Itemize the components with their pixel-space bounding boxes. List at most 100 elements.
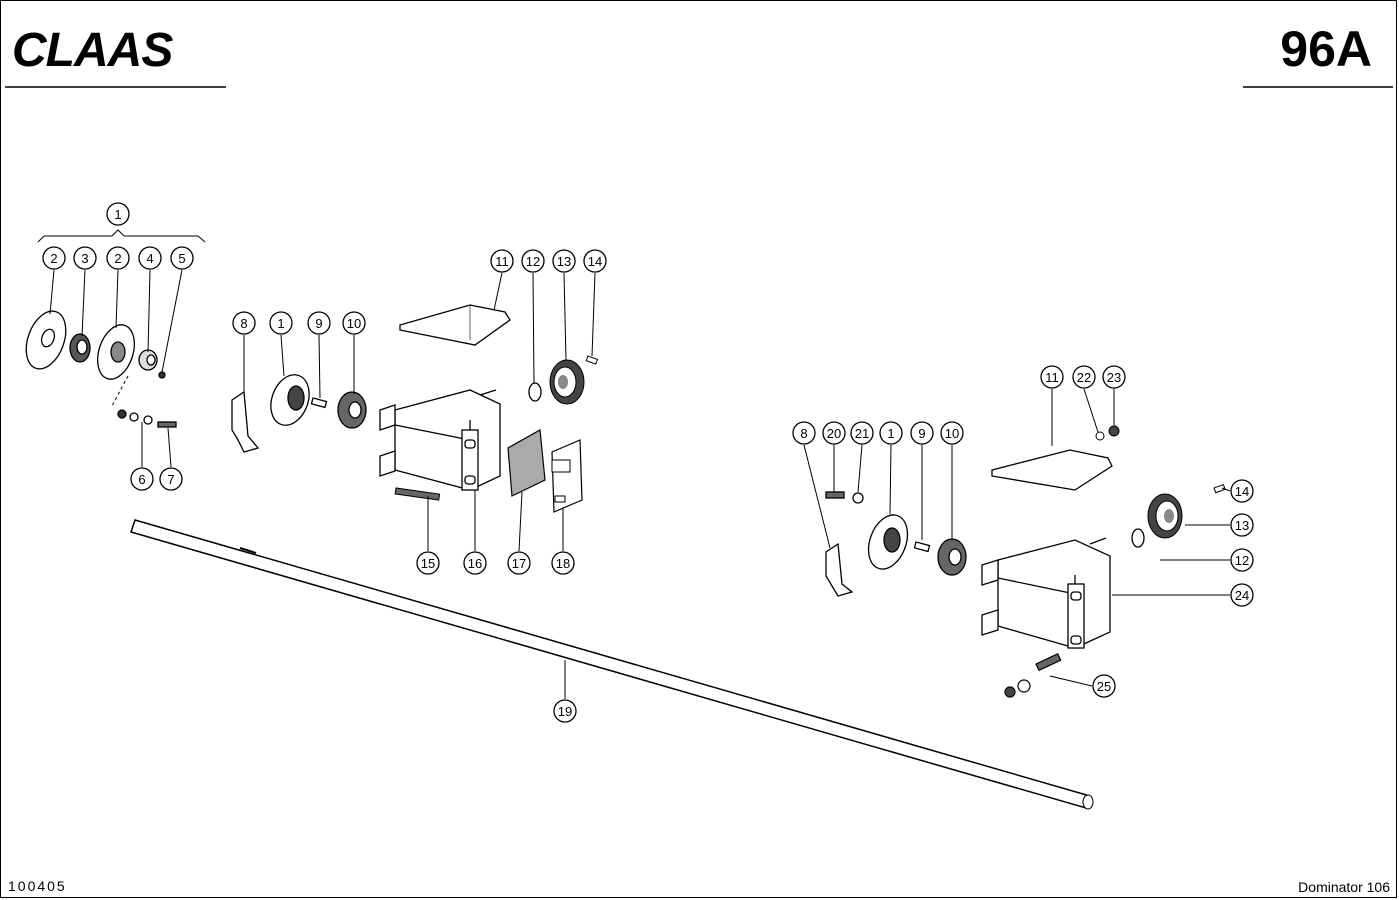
callout-1: 1	[106, 202, 130, 226]
callout-number: 11	[1045, 370, 1059, 385]
right-cover	[991, 449, 1113, 491]
callout-circle	[910, 421, 934, 445]
assembly-bracket	[37, 229, 206, 243]
callout-circle	[73, 246, 97, 270]
callout-circle	[1092, 674, 1116, 698]
callout-circle	[170, 246, 194, 270]
callout-10: 10	[342, 311, 366, 335]
drive-shaft	[130, 519, 1094, 810]
callout-2: 2	[106, 246, 130, 270]
sealing-strip	[394, 487, 441, 501]
callout-circle	[269, 311, 293, 335]
callout-number: 1	[887, 426, 894, 441]
right-crown-gear	[1147, 493, 1183, 539]
callout-10: 10	[940, 421, 964, 445]
callout-9: 9	[910, 421, 934, 445]
callout-20: 20	[822, 421, 846, 445]
right-nut	[1108, 425, 1120, 437]
callout-24: 24	[1230, 583, 1254, 607]
left-gearbox-housing	[379, 389, 501, 491]
callout-number: 6	[138, 472, 145, 487]
callout-4: 4	[138, 246, 162, 270]
callout-number: 3	[81, 251, 88, 266]
callout-22: 22	[1072, 365, 1096, 389]
right-circlip	[1131, 528, 1145, 548]
callout-1: 1	[879, 421, 903, 445]
callout-circle	[463, 551, 487, 575]
callout-circle	[416, 551, 440, 575]
callout-circle	[138, 246, 162, 270]
callout-12: 12	[1230, 548, 1254, 572]
document-number: 100405	[8, 878, 67, 894]
callout-circle	[552, 249, 576, 273]
callout-circle	[1230, 548, 1254, 572]
callout-circle	[879, 421, 903, 445]
callout-18: 18	[551, 551, 575, 575]
callout-circle	[106, 246, 130, 270]
callout-number: 8	[240, 316, 247, 331]
callout-number: 18	[556, 556, 570, 571]
callout-11: 11	[490, 249, 514, 273]
callout-circle	[1230, 479, 1254, 503]
callout-circle	[1230, 583, 1254, 607]
callout-25: 25	[1092, 674, 1116, 698]
callout-2: 2	[42, 246, 66, 270]
callout-8: 8	[232, 311, 256, 335]
callout-13: 13	[552, 249, 576, 273]
callout-11: 11	[1040, 365, 1064, 389]
callout-number: 20	[827, 426, 841, 441]
callout-number: 9	[918, 426, 925, 441]
callout-8: 8	[792, 421, 816, 445]
page-number: 96A	[1280, 21, 1372, 77]
callout-number: 11	[495, 254, 509, 269]
callout-number: 23	[1107, 370, 1121, 385]
callout-number: 21	[855, 426, 869, 441]
callout-number: 13	[1235, 518, 1249, 533]
callout-circle	[940, 421, 964, 445]
callout-circle	[130, 467, 154, 491]
callout-23: 23	[1102, 365, 1126, 389]
callout-number: 13	[557, 254, 571, 269]
callout-number: 8	[800, 426, 807, 441]
callout-number: 4	[146, 251, 153, 266]
callout-21: 21	[850, 421, 874, 445]
callout-number: 17	[512, 556, 526, 571]
left-crown-gear	[549, 359, 585, 405]
cover-plate	[551, 439, 583, 513]
right-gear-mount	[825, 491, 967, 597]
left-gear-mount	[231, 374, 367, 453]
callout-1: 1	[269, 311, 293, 335]
callout-circle	[1230, 513, 1254, 537]
callout-number: 16	[468, 556, 482, 571]
left-pin	[585, 355, 599, 365]
callout-number: 1	[114, 207, 121, 222]
callout-circle	[342, 311, 366, 335]
callout-circle	[232, 311, 256, 335]
callout-number: 25	[1097, 679, 1111, 694]
callout-5: 5	[170, 246, 194, 270]
callout-number: 22	[1077, 370, 1091, 385]
callout-circle	[106, 202, 130, 226]
mounting-plate	[231, 390, 260, 453]
callout-circle	[42, 246, 66, 270]
machine-model: Dominator 106	[1298, 879, 1390, 895]
callout-number: 9	[315, 316, 322, 331]
callout-circle	[521, 249, 545, 273]
callout-number: 12	[1235, 553, 1249, 568]
right-mounting-plate	[825, 542, 854, 597]
callout-number: 2	[50, 251, 57, 266]
claas-logo: CLAAS	[12, 24, 173, 77]
callout-circle	[553, 699, 577, 723]
callout-12: 12	[521, 249, 545, 273]
callout-number: 10	[945, 426, 959, 441]
callout-19: 19	[553, 699, 577, 723]
callout-circle	[307, 311, 331, 335]
callout-number: 12	[526, 254, 540, 269]
callout-circle	[1040, 365, 1064, 389]
callout-7: 7	[159, 467, 183, 491]
callout-circle	[822, 421, 846, 445]
callout-number: 15	[421, 556, 435, 571]
callout-16: 16	[463, 551, 487, 575]
left-bearing-assembly	[25, 310, 177, 428]
right-pin	[1213, 483, 1226, 494]
